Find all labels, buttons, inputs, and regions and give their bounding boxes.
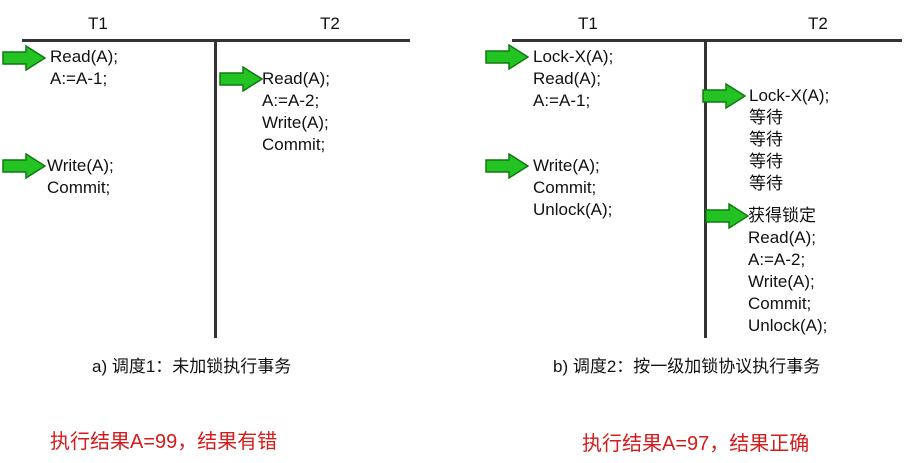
statement: Unlock(A); bbox=[748, 316, 828, 335]
schedule-a-caption: a) 调度1：未加锁执行事务 bbox=[92, 357, 292, 376]
statement: A:=A-1; bbox=[533, 91, 591, 110]
green-right-arrow-icon bbox=[702, 83, 746, 109]
schedule-a-result: 执行结果A=99，结果有错 bbox=[50, 431, 278, 453]
green-right-arrow-icon bbox=[485, 44, 529, 70]
green-right-arrow-icon bbox=[219, 66, 263, 92]
schedule-b-result: 执行结果A=97，结果正确 bbox=[582, 433, 810, 455]
statement: Commit; bbox=[262, 135, 326, 154]
statement: 等待 bbox=[749, 130, 783, 149]
schedule-b-column-divider bbox=[704, 40, 707, 338]
statement: 获得锁定 bbox=[748, 206, 816, 225]
statement: Write(A); bbox=[47, 156, 114, 175]
green-right-arrow-icon bbox=[485, 153, 529, 179]
statement: 等待 bbox=[749, 152, 783, 171]
green-right-arrow-icon bbox=[2, 153, 46, 179]
statement: Commit; bbox=[748, 294, 812, 313]
schedule-a-t1-block-2: Write(A); Commit; bbox=[47, 155, 114, 199]
schedule-b-t1-block-1: Lock-X(A); Read(A); A:=A-1; bbox=[533, 46, 613, 112]
schedule-a-t1-header: T1 bbox=[88, 14, 108, 33]
schedule-b-t2-block-1: Lock-X(A); 等待 等待 等待 等待 bbox=[749, 85, 829, 195]
statement: Write(A); bbox=[748, 272, 815, 291]
statement: A:=A-1; bbox=[50, 69, 108, 88]
schedule-b-t1-header: T1 bbox=[578, 14, 598, 33]
statement: Write(A); bbox=[262, 113, 329, 132]
schedule-b-header-divider bbox=[512, 39, 902, 42]
green-right-arrow-icon bbox=[2, 45, 46, 71]
statement: Commit; bbox=[533, 178, 597, 197]
schedule-a-t2-header: T2 bbox=[320, 14, 340, 33]
statement: Lock-X(A); bbox=[533, 47, 614, 66]
statement: A:=A-2; bbox=[262, 91, 320, 110]
schedule-a-t2-block-1: Read(A); A:=A-2; Write(A); Commit; bbox=[262, 68, 330, 156]
statement: 等待 bbox=[749, 174, 783, 193]
statement: Write(A); bbox=[533, 156, 600, 175]
statement: Read(A); bbox=[533, 69, 602, 88]
schedule-b-t2-header: T2 bbox=[808, 14, 828, 33]
schedule-b-t2-block-2: 获得锁定 Read(A); A:=A-2; Write(A); Commit; … bbox=[748, 205, 827, 337]
green-right-arrow-icon bbox=[705, 203, 749, 229]
statement: 等待 bbox=[749, 108, 783, 127]
statement: Unlock(A); bbox=[533, 200, 613, 219]
statement: Read(A); bbox=[262, 69, 331, 88]
schedule-b-caption: b) 调度2：按一级加锁协议执行事务 bbox=[553, 357, 821, 376]
schedule-b-t1-block-2: Write(A); Commit; Unlock(A); bbox=[533, 155, 612, 221]
statement: Commit; bbox=[47, 178, 111, 197]
statement: A:=A-2; bbox=[748, 250, 806, 269]
schedule-a-column-divider bbox=[214, 40, 217, 338]
schedule-a-t1-block-1: Read(A); A:=A-1; bbox=[50, 46, 118, 90]
statement: Read(A); bbox=[748, 228, 817, 247]
statement: Lock-X(A); bbox=[749, 86, 830, 105]
statement: Read(A); bbox=[50, 47, 119, 66]
